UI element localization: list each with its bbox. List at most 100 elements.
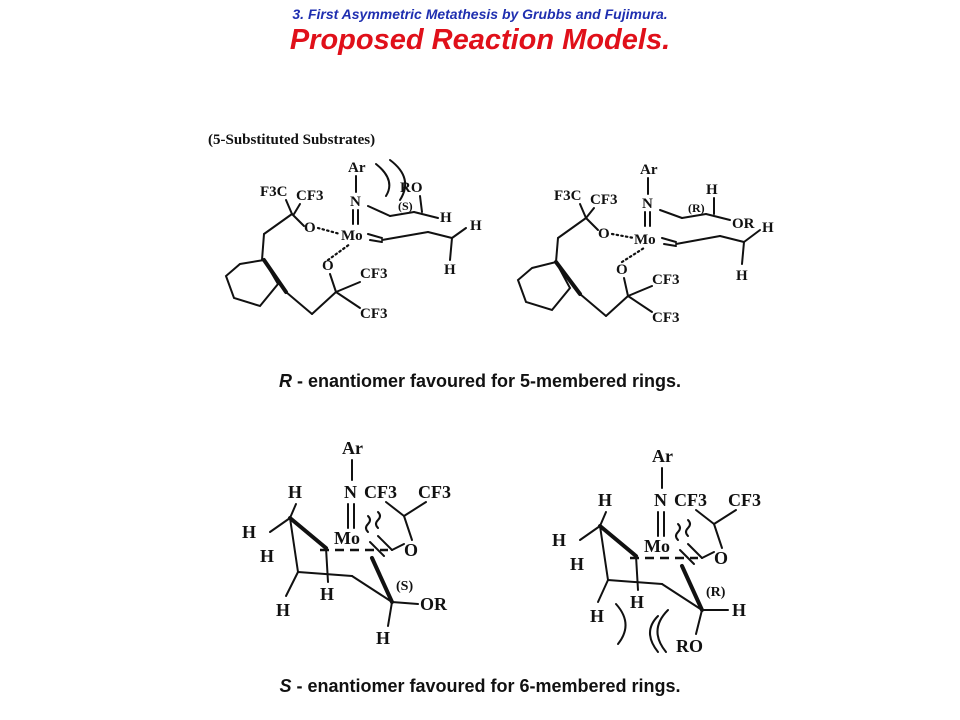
top-right-structure: Ar N F3C CF3 O Mo O CF3 CF3 H (R): [516, 162, 774, 326]
aryl-label: Ar: [652, 446, 673, 466]
bond: [381, 231, 429, 241]
imido-nitrogen-label: N: [344, 482, 357, 502]
or-label: OR: [420, 594, 448, 614]
alkoxide-oxygen-label: O: [598, 226, 610, 242]
caption-text: - enantiomer favoured for 6-membered rin…: [291, 676, 681, 696]
steric-wave-2: [375, 511, 381, 529]
molybdenum-label: Mo: [634, 232, 656, 248]
bond: [579, 203, 587, 219]
bond: [719, 235, 745, 243]
bond: [285, 291, 313, 315]
bond: [597, 579, 609, 603]
bond: [585, 217, 599, 231]
cf3-label: CF3: [590, 192, 618, 208]
alkoxide-oxygen-2-label: O: [616, 262, 628, 278]
bond: [743, 229, 761, 243]
bond: [289, 517, 299, 573]
bond: [695, 609, 703, 635]
alkoxide-oxygen-2-label: O: [322, 258, 334, 274]
bond: [579, 293, 607, 317]
bond: [391, 601, 419, 605]
hydrogen-label-4: H: [320, 584, 334, 604]
cf3-label-2: CF3: [652, 272, 680, 288]
wedge-bond: [598, 524, 638, 558]
cf3-label: CF3: [674, 490, 707, 510]
bond: [269, 517, 291, 533]
cf3-label-2: CF3: [360, 266, 388, 282]
hydrogen-label: H: [440, 210, 452, 226]
hydrogen-label-3: H: [444, 262, 456, 278]
caption-enantiomer-letter: S: [279, 676, 292, 696]
hydrogen-label-4: H: [630, 592, 644, 612]
oxygen-label: O: [714, 548, 728, 568]
bond: [403, 501, 427, 517]
f3c-label: F3C: [260, 184, 288, 200]
r-stereo-label: (R): [688, 201, 705, 215]
bond: [585, 207, 595, 219]
steric-arc-3: [656, 609, 669, 653]
bond: [325, 547, 329, 583]
r-stereo-label: (R): [706, 585, 726, 600]
cf3-label: CF3: [296, 188, 324, 204]
mo-o-bond: [326, 242, 352, 262]
bond: [385, 501, 405, 517]
bond: [605, 295, 629, 317]
bond: [675, 235, 721, 245]
wedge-bond-2: [680, 564, 704, 612]
imido-nitrogen-label: N: [654, 490, 667, 510]
aryl-label: Ar: [640, 162, 658, 178]
wedge-bond: [288, 516, 328, 550]
bond: [369, 239, 383, 243]
bond: [403, 515, 413, 541]
substrate-heading: (5-Substituted Substrates): [208, 132, 375, 148]
bond: [599, 525, 609, 581]
slide-title: Proposed Reaction Models.: [289, 24, 671, 56]
bond: [661, 237, 677, 243]
wedge-bond-2: [370, 556, 394, 604]
bond: [627, 285, 653, 297]
bond: [291, 213, 305, 227]
hydrogen-label-3: H: [570, 554, 584, 574]
bond: [389, 211, 415, 217]
bond: [329, 273, 337, 293]
hydrogen-label-2: H: [552, 530, 566, 550]
bottom-right-structure: Ar N CF3 CF3 H H Mo O H H H (R) H RO: [552, 446, 761, 656]
hydrogen-label-2: H: [762, 220, 774, 236]
wedge-bond: [262, 258, 288, 294]
steric-arc-2: [389, 159, 407, 201]
s-stereo-label: (S): [396, 579, 413, 594]
bond: [427, 231, 453, 239]
bond: [713, 509, 737, 525]
bottom-left-structure: Ar N CF3 CF3 H H Mo O H H H (S) OR H: [242, 438, 451, 648]
molybdenum-label: Mo: [341, 228, 363, 244]
bond: [623, 277, 629, 297]
bond: [701, 551, 715, 559]
s-stereo-label: (S): [398, 199, 413, 213]
hydrogen-label-5: H: [590, 606, 604, 626]
aryl-label: Ar: [348, 160, 366, 176]
bond: [579, 525, 601, 541]
bond: [297, 571, 353, 577]
bond: [285, 199, 293, 215]
bond: [335, 281, 361, 293]
hydrogen-label: H: [598, 490, 612, 510]
or-label: OR: [732, 216, 755, 232]
bond: [681, 213, 707, 219]
bond: [261, 233, 265, 261]
carbonyl-bond: [377, 535, 393, 551]
bond: [661, 583, 703, 611]
bond: [387, 601, 393, 627]
bond: [635, 555, 639, 591]
imido-nitrogen-label: N: [350, 194, 361, 210]
o-mo-bond: [610, 232, 636, 240]
oxygen-label: O: [404, 540, 418, 560]
hydrogen-label-3: H: [736, 268, 748, 284]
bond: [367, 205, 391, 217]
hydrogen-label-5: H: [276, 600, 290, 620]
bond: [335, 291, 361, 309]
bond: [263, 213, 293, 235]
steric-wave: [365, 515, 371, 533]
cf3-label-3: CF3: [360, 306, 388, 322]
bond: [351, 575, 393, 603]
